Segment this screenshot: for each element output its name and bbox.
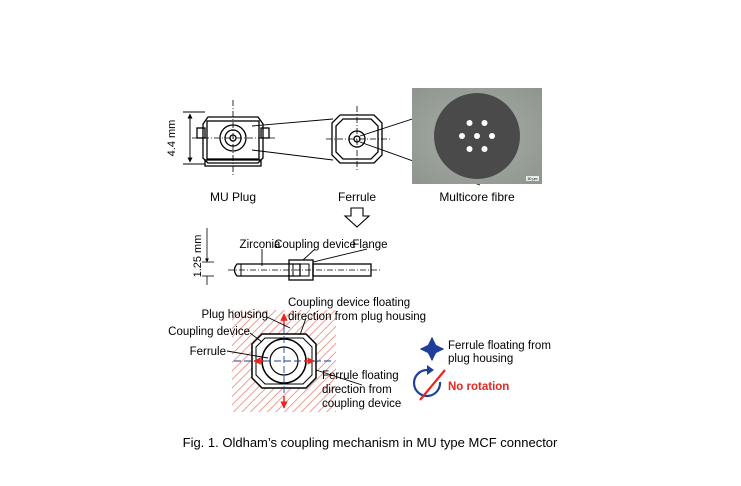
fibre-core [459,133,465,139]
fibre-core [481,146,488,152]
ferrule-side-drawing: 1.25 mm [192,228,380,285]
plug-housing-label: Plug housing [202,309,269,321]
coupling-float-label-1: Coupling device floating [288,297,410,309]
fibre-core [489,133,495,139]
mechanism-coupling-device-label: Coupling device [168,326,250,338]
ferrule-float-label-1: Ferrule floating [322,370,399,382]
oldham-mechanism-drawing [226,310,363,412]
height-dimension-label: 4.4 mm [166,120,178,157]
coupling-float-label-2: direction from plug housing [288,311,426,323]
height-dimension: 4.4 mm [166,111,205,165]
legend-no-rotation: No rotation [448,381,509,393]
legend-ferrule-floating-2: plug housing [448,353,513,365]
fibre-core [466,120,473,126]
flange-label: Flange [352,239,387,251]
diameter-dimension-label: 1.25 mm [192,235,204,278]
legend-ferrule-floating-1: Ferrule floating from [448,340,551,352]
ferrule-label: Ferrule [338,190,376,204]
no-rotation-icon [412,365,446,401]
multicore-fibre-label: Multicore fibre [439,190,515,204]
zirconia-label: Zirconia [240,239,282,251]
fibre-core [466,146,473,152]
ferrule-float-label-2: direction from [322,384,392,396]
fibre-core [474,133,480,139]
multicore-fibre-image: 50 μm [412,88,542,184]
coupling-device-label: Coupling device [274,239,356,251]
mechanism-ferrule-label: Ferrule [190,346,226,358]
fibre-core [481,120,488,126]
figure-caption: Fig. 1. Oldham’s coupling mechanism in M… [183,435,558,450]
ferrule-float-label-3: coupling device [322,398,401,410]
four-way-arrow-icon [419,336,445,362]
scale-marker: 50 μm [528,177,538,181]
down-arrow-icon [343,207,371,228]
mu-plug-label: MU Plug [210,190,256,204]
